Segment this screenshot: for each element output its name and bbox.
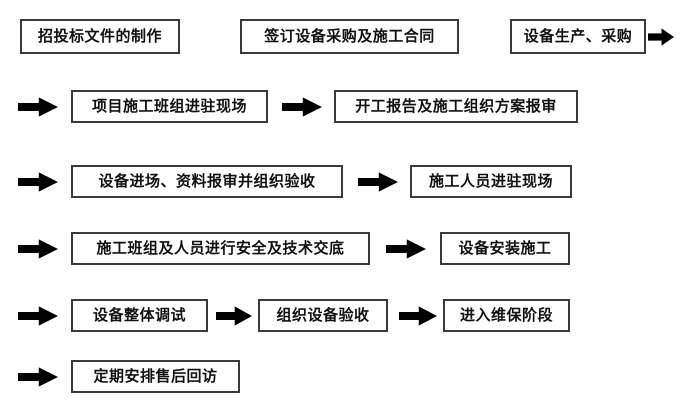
arrow-n3-to-row2-icon [648, 28, 674, 46]
flow-node-n13: 定期安排售后回访 [71, 360, 240, 393]
arrow-into-n10-icon [18, 306, 58, 326]
arrow-n11-to-n12-icon [399, 306, 437, 326]
flow-node-n8: 施工班组及人员进行安全及技术交底 [71, 232, 370, 265]
flow-node-label: 施工人员进驻现场 [428, 172, 553, 190]
flow-node-label: 开工报告及施工组织方案报审 [355, 97, 557, 115]
arrow-n8-to-n9-icon [386, 239, 426, 259]
arrow-into-n6-icon [18, 172, 58, 192]
flow-node-n4: 项目施工班组进驻现场 [71, 90, 268, 123]
flow-node-n10: 设备整体调试 [71, 299, 208, 332]
flow-node-label: 进入维保阶段 [459, 306, 553, 324]
arrow-n6-to-n7-icon [358, 172, 398, 192]
flow-node-label: 签订设备采购及施工合同 [264, 27, 435, 45]
flow-node-label: 施工班组及人员进行安全及技术交底 [96, 239, 345, 257]
flow-node-n9: 设备安装施工 [440, 232, 570, 265]
flow-node-n1: 招投标文件的制作 [20, 19, 180, 54]
arrow-n10-to-n11-icon [216, 306, 252, 326]
flow-node-label: 招投标文件的制作 [37, 27, 162, 45]
flow-node-n12: 进入维保阶段 [443, 299, 570, 332]
flow-node-n5: 开工报告及施工组织方案报审 [334, 90, 578, 123]
flow-node-n6: 设备进场、资料报审并组织验收 [71, 165, 343, 198]
flow-node-label: 设备整体调试 [92, 306, 186, 324]
flow-node-n3: 设备生产、采购 [510, 19, 646, 54]
flow-node-label: 设备安装施工 [458, 239, 552, 257]
flow-node-label: 项目施工班组进驻现场 [91, 97, 247, 115]
arrow-n4-to-n5-icon [282, 97, 322, 117]
flow-node-n11: 组织设备验收 [258, 299, 388, 332]
flow-node-label: 设备生产、采购 [523, 27, 633, 45]
arrow-into-n8-icon [18, 239, 58, 259]
flow-node-n7: 施工人员进驻现场 [410, 165, 572, 198]
arrow-into-n13-icon [18, 367, 58, 387]
flow-node-label: 设备进场、资料报审并组织验收 [98, 172, 316, 190]
flow-node-n2: 签订设备采购及施工合同 [240, 19, 459, 54]
flow-node-label: 定期安排售后回访 [93, 367, 218, 385]
arrow-into-n4-icon [18, 97, 58, 117]
flow-node-label: 组织设备验收 [276, 306, 370, 324]
